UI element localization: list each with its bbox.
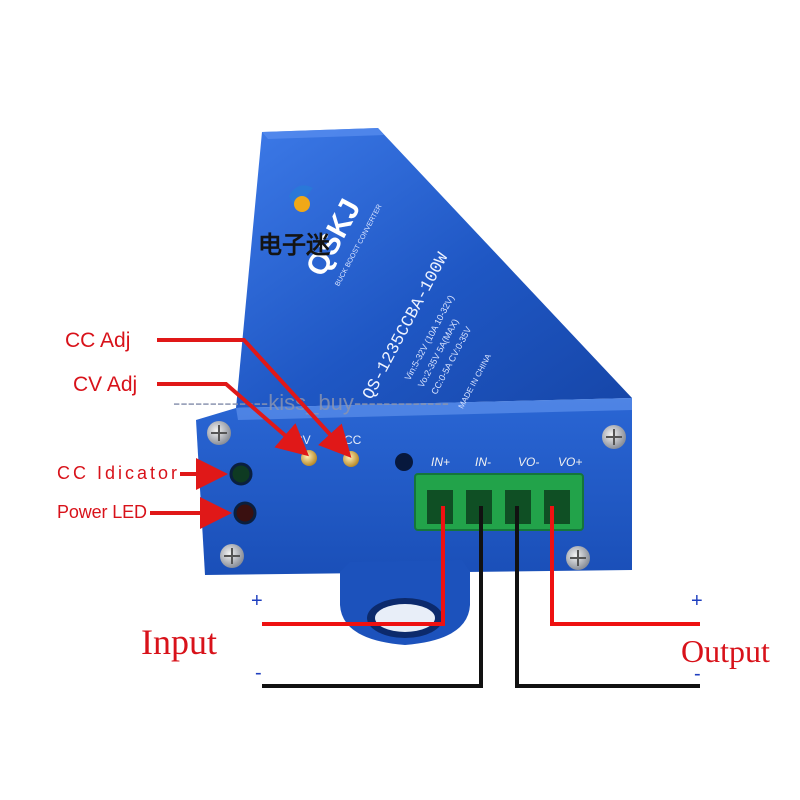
- output-label: Output: [681, 633, 770, 669]
- port-hole: [395, 453, 413, 471]
- cv-potentiometer: [301, 450, 317, 466]
- cv-adj-label: CV Adj: [73, 373, 137, 396]
- cc-adj-arrow: [157, 338, 352, 458]
- cc-indicator-label: CC Idicator: [57, 463, 177, 483]
- input-positive-wire: [262, 506, 445, 626]
- cc-label: CC: [344, 433, 362, 447]
- brand-mark: 电子迷: [258, 231, 331, 259]
- brand-logo: [289, 185, 313, 212]
- cc-indicator-led: [229, 462, 253, 486]
- output-plus-sign: +: [691, 590, 703, 612]
- case-top: [236, 128, 632, 408]
- terminal-label: IN+: [431, 455, 450, 469]
- terminal-block: [414, 473, 584, 531]
- input-label: Input: [141, 622, 217, 662]
- terminal-label: VO+: [558, 455, 582, 469]
- cv-adj-arrow: [157, 382, 310, 457]
- terminal-label: IN-: [475, 455, 491, 469]
- terminal-label: VO-: [518, 455, 539, 469]
- power-led: [233, 501, 257, 525]
- cc-potentiometer: [343, 451, 359, 467]
- power-led-label: Power LED: [57, 502, 147, 522]
- cc-adj-label: CC Adj: [65, 329, 130, 352]
- output-negative-wire: [515, 506, 700, 688]
- output-positive-wire: [550, 506, 700, 626]
- input-minus-sign: -: [255, 662, 262, 684]
- input-negative-wire: [262, 506, 483, 688]
- output-minus-sign: -: [694, 663, 701, 685]
- input-plus-sign: +: [251, 590, 263, 612]
